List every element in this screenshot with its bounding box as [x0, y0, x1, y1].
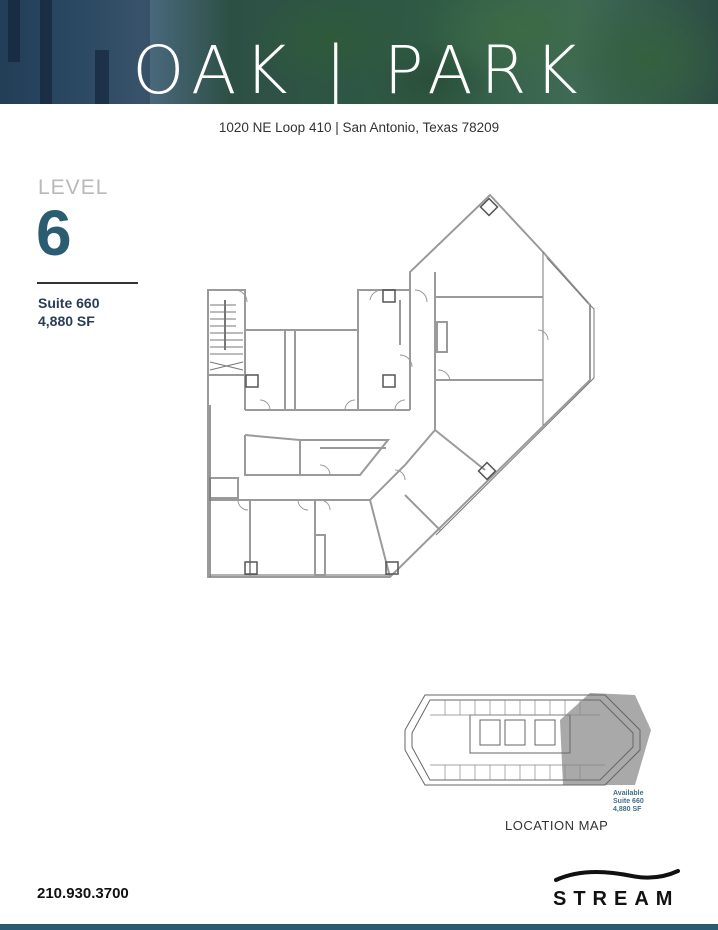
location-map [404, 693, 651, 786]
stream-wave-icon [554, 869, 680, 882]
building-window [95, 50, 109, 104]
footer-band [0, 924, 718, 930]
hero-banner: OAK | PARK [0, 0, 718, 104]
property-address: 1020 NE Loop 410 | San Antonio, Texas 78… [218, 120, 500, 135]
building-window [40, 0, 52, 104]
property-title: OAK | PARK [132, 32, 586, 104]
callout-line: Available [613, 790, 644, 797]
building-window [8, 0, 20, 62]
available-suite-highlight [560, 693, 651, 785]
callout-line: Suite 660 [613, 798, 644, 805]
suite-number: Suite 660 [38, 295, 100, 311]
callout-line: 4,880 SF [613, 806, 642, 813]
suite-info: Suite 660 4,880 SF [38, 294, 99, 330]
available-callout: Available Suite 660 4,880 SF [613, 790, 644, 814]
suite-area: 4,880 SF [38, 313, 95, 329]
location-map-label: LOCATION MAP [505, 818, 609, 833]
level-label: LEVEL [38, 176, 109, 199]
building-facade [0, 0, 150, 104]
level-number: 6 [36, 197, 72, 269]
floor-plan [207, 193, 595, 578]
stream-logo: STREAM [553, 888, 680, 910]
phone-number[interactable]: 210.930.3700 [37, 885, 129, 902]
divider [37, 282, 138, 284]
